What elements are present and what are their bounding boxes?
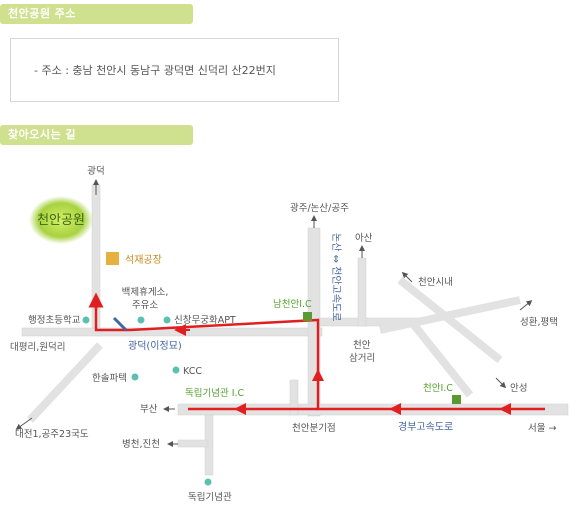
anseong-arrow (495, 377, 507, 389)
poi-apt-dot (163, 316, 171, 324)
road-daejeon (27, 342, 103, 423)
poi-rest-dot (137, 316, 145, 324)
seonghwan-arrow (519, 300, 533, 311)
seoul-label: 서울 → (528, 423, 556, 434)
anseong-label: 안성 (510, 383, 527, 394)
park-label: 천안공원 (37, 213, 85, 228)
nonsan-highway-label: 논산 ⇔ 천안고속도로 (330, 233, 342, 321)
rest-area-label: 백제휴게소, (122, 287, 169, 298)
namcheonan-ic-marker (303, 312, 312, 321)
road-byeongcheon-branch (177, 439, 209, 448)
road-seonghwan (379, 296, 521, 334)
poi-museum-dot (204, 478, 212, 486)
sinchang-apt-label: 신창무궁화APT (174, 315, 236, 326)
cheonan-ic-label: 천안I.C (423, 383, 453, 394)
poi-kcc-dot (172, 366, 180, 374)
dongnip-museum-label: 독립기념관 (188, 491, 232, 503)
directions-section-title: 찾아오시는 길 (8, 128, 77, 141)
ijeongmyo-marker (112, 316, 128, 332)
address-section-header: 천안공원 주소 (0, 4, 193, 24)
hansol-label: 한솔파텍 (92, 373, 127, 384)
road-junction-stub (289, 379, 299, 416)
cheonan-city-arrow (401, 271, 413, 283)
asan-label: 아산 (355, 233, 373, 244)
kcc-label: KCC (183, 366, 202, 377)
route-line (94, 295, 545, 411)
namcheonan-ic-label: 남천안I.C (273, 299, 312, 310)
dongnip-ic-label: 독립기념관 I.C (185, 387, 245, 399)
poi-hansol-dot (131, 373, 139, 381)
stone-factory-marker (106, 252, 119, 265)
road-horizontal-main (21, 327, 323, 337)
park-marker (29, 196, 93, 244)
ijeongmyo-label: 광덕(이정묘) (128, 340, 182, 352)
busan-label: 부산 (140, 404, 158, 415)
stone-factory-label: 석재공장 (125, 254, 162, 266)
road-cheonan-city (397, 276, 503, 364)
junction-label: 천안분기점 (292, 422, 336, 434)
cheonan-ic-marker (452, 395, 461, 404)
seonghwan-label: 성환,평택 (520, 316, 558, 328)
directions-section-header: 찾아오시는 길 (0, 125, 193, 145)
daejeon-label: 대전1,공주23국도 (15, 429, 89, 440)
address-box: - 주소 : 충남 천안시 동남구 광덕면 신덕리 산22번지 (10, 38, 339, 102)
cheonan-city-label: 천안시내 (418, 277, 453, 288)
directions-map: 천안공원 광덕 석재공장 행정초등학교 백제휴게소, 주유소 신창무궁화APT … (10, 165, 569, 503)
daepyeong-label: 대평리,원덕리 (10, 342, 65, 353)
gwangju-nonsan-label: 광주/논산/공주 (290, 202, 349, 214)
daejeon-arrow (15, 417, 33, 430)
gas-station-label: 주유소 (132, 300, 158, 311)
haengjeong-school-label: 행정초등학교 (28, 314, 81, 326)
gyeongbu-label: 경부고속도로 (398, 420, 453, 433)
poi-school-dot (82, 316, 90, 324)
address-section-title: 천안공원 주소 (8, 7, 77, 20)
cheonan-label: 천안 (353, 340, 371, 351)
byeongcheon-label: 병천,진천 (122, 439, 160, 450)
road-cheonan-ic (406, 317, 474, 398)
gwangdeok-top-label: 광덕 (87, 165, 104, 177)
road-asan (357, 257, 367, 327)
address-text: - 주소 : 충남 천안시 동남구 광덕면 신덕리 산22번지 (34, 64, 276, 77)
samgeori-label: 삼거리 (349, 353, 375, 364)
